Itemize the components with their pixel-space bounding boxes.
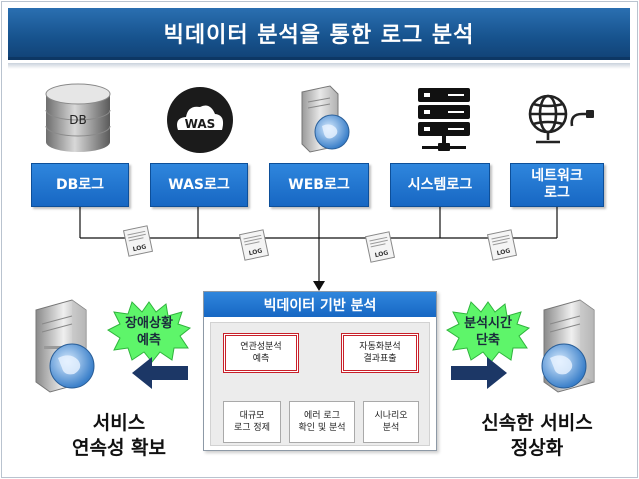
scenario-analysis-box: 시나리오 분석 <box>363 401 419 443</box>
failure-prediction-burst: 장애상황 예측 <box>106 300 192 364</box>
log-text: LOG <box>496 247 511 257</box>
log-text: LOG <box>374 249 389 259</box>
log-document-icon: LOG <box>484 228 520 262</box>
left-burst-text: 장애상황 예측 <box>125 316 173 348</box>
source-box-was-log: WAS로그 <box>150 163 248 207</box>
log-document-icon: LOG <box>236 228 272 262</box>
database-icon: DB <box>38 80 118 158</box>
server-rack-icon <box>404 80 484 158</box>
log-text: LOG <box>248 247 263 257</box>
correlation-analysis-box: 연관성분석 예측 <box>223 333 299 373</box>
right-burst-text: 분석시간 단축 <box>464 316 512 348</box>
right-outcome-text: 신속한 서비스 정상화 <box>481 412 593 459</box>
panel-body: 연관성분석 예측 자동화분석 결과표출 대규모 로그 정제 에러 로그 확인 및… <box>210 322 430 446</box>
automated-analysis-box: 자동화분석 결과표출 <box>341 333 419 373</box>
error-log-analysis-box: 에러 로그 확인 및 분석 <box>289 401 355 443</box>
diagram-title: 빅데이터 분석을 통한 로그 분석 <box>163 22 475 48</box>
title-shadow <box>8 63 630 69</box>
log-cleansing-box: 대규모 로그 정제 <box>223 401 281 443</box>
right-server-icon <box>520 296 616 396</box>
left-server-icon <box>16 296 112 396</box>
left-arrow-icon <box>132 357 188 389</box>
source-box-network-log: 네트워크 로그 <box>510 163 604 207</box>
bigdata-analysis-panel: 빅데이터 기반 분석 연관성분석 예측 자동화분석 결과표출 대규모 로그 정제… <box>203 291 437 451</box>
db-icon-label: DB <box>69 113 86 127</box>
web-server-icon <box>282 80 362 158</box>
log-text: LOG <box>132 243 147 253</box>
network-globe-icon <box>518 80 598 158</box>
right-arrow-icon <box>451 357 507 389</box>
was-icon-label: WAS <box>185 117 216 131</box>
left-outcome-text: 서비스 연속성 확보 <box>71 412 166 459</box>
cloud-icon: WAS <box>160 80 240 158</box>
title-bar: 빅데이터 분석을 통한 로그 분석 <box>8 8 630 60</box>
panel-title: 빅데이터 기반 분석 <box>204 292 436 317</box>
source-box-web-log: WEB로그 <box>269 163 369 207</box>
log-document-icon: LOG <box>362 230 398 264</box>
time-reduction-burst: 분석시간 단축 <box>445 300 531 364</box>
source-box-system-log: 시스템로그 <box>390 163 490 207</box>
log-document-icon: LOG <box>120 224 156 258</box>
source-box-db-log: DB로그 <box>31 163 129 207</box>
